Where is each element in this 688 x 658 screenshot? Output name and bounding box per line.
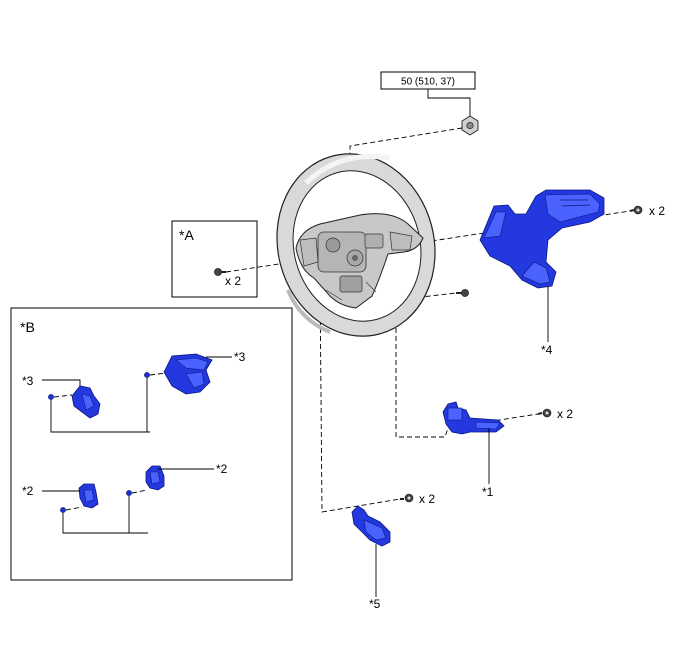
switch1-screw-qty: x 2: [557, 407, 573, 421]
part-1-label: *1: [482, 485, 494, 499]
inset-a-screw-icon: [214, 268, 226, 276]
lower-cover-part-4-icon: [479, 189, 605, 289]
inset-b-panel: *B *3 *3: [10, 307, 293, 581]
torque-leader-line: [427, 89, 471, 116]
cover-screw-icon: [629, 205, 643, 215]
switch5-screw-qty: x 2: [419, 492, 435, 506]
switch-part-1-icon: [442, 401, 505, 435]
inset-b-frame: [10, 307, 293, 581]
inset-a-frame: [171, 220, 258, 298]
inset-b-switch-left-screw-icon: [60, 507, 66, 513]
switch1-screw-icon: [537, 408, 552, 418]
inset-b-paddle-right-screw-icon: [144, 372, 150, 378]
center-screw-icon: [456, 289, 469, 297]
torque-spec-text: 50 (510, 37): [401, 77, 455, 88]
inset-b-switch-left-line: [65, 506, 83, 511]
cover-screw-qty: x 2: [649, 204, 665, 218]
inset-b-paddle-left-screw-icon: [48, 394, 54, 400]
inset-b-upper-bracket: [50, 400, 150, 433]
steering-wheel-icon: [276, 153, 436, 337]
inset-b-paddle-left-line: [53, 394, 73, 398]
inset-a-title: *A: [179, 227, 194, 243]
switch5-screw-icon: [400, 493, 414, 503]
assembly-lines: [225, 127, 631, 513]
center-screw-assembly-line: [377, 292, 457, 303]
inset-a-qty: x 2: [225, 274, 241, 288]
inset-a-panel: *A x 2: [171, 220, 258, 298]
inset-b-label3-left-leader: [42, 379, 81, 386]
inset-b-switch-right-screw-icon: [126, 490, 132, 496]
torque-spec-callout: 50 (510, 37): [380, 71, 476, 116]
part-5-label: *5: [369, 597, 381, 611]
switch-part-5-icon: [351, 505, 391, 547]
inset-b-title: *B: [20, 319, 35, 335]
inset-b-label2-right: *2: [216, 462, 228, 476]
steering-wheel-set-nut-icon: [461, 115, 479, 136]
inset-b-paddle-right-line: [149, 372, 167, 376]
inset-b-label2-left: *2: [22, 484, 34, 498]
inset-b-label3-right: *3: [234, 350, 246, 364]
part-4-label: *4: [541, 343, 553, 357]
inset-b-switch-left-icon: [78, 483, 99, 509]
inset-b-label3-left: *3: [22, 374, 34, 388]
inset-b-paddle-left-icon: [71, 385, 101, 419]
inset-b-paddle-right-icon: [163, 353, 213, 395]
inset-b-lower-bracket: [62, 513, 148, 534]
inset-b-switch-right-line: [131, 489, 148, 494]
inset-b-switch-right-icon: [145, 465, 165, 491]
switch5-assembly-line: [319, 279, 401, 513]
